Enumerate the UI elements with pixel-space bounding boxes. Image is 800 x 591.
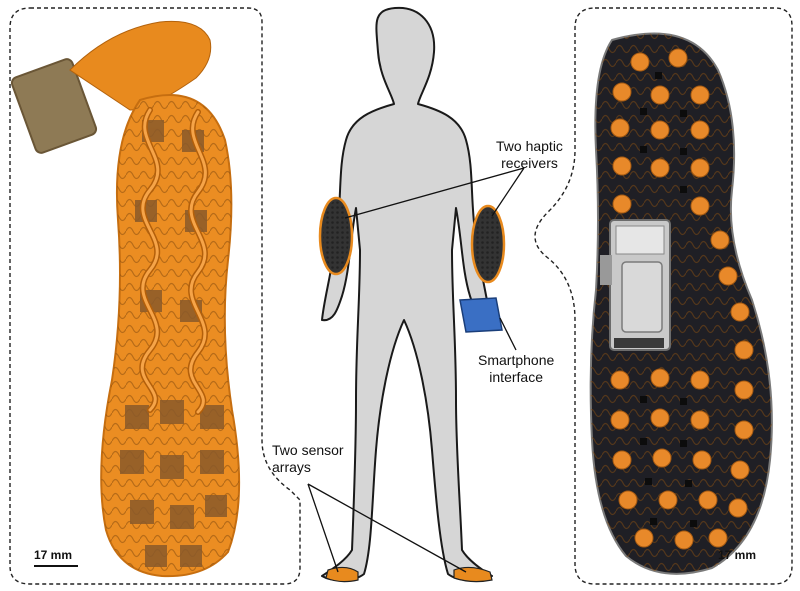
human-silhouette — [318, 6, 506, 583]
left-sensor-insole — [10, 20, 241, 578]
right-haptic-insole — [589, 32, 773, 575]
right-panel-frame — [534, 7, 793, 585]
left-scale-label: 17 mm — [34, 548, 73, 562]
smartphone-label-line2: interface — [489, 369, 543, 385]
left-scale-bar — [34, 565, 78, 567]
sensor-label-line2: arrays — [272, 459, 311, 475]
connector-chip — [10, 58, 98, 154]
right-scale-label: 17 mm — [718, 548, 757, 562]
haptic-label-line1: Two haptic — [496, 138, 563, 154]
sensor-arrays-label: Two sensor arrays — [272, 442, 344, 476]
left-panel-frame — [9, 7, 301, 585]
smartphone-interface-label: Smartphone interface — [478, 352, 554, 386]
smartphone-label-line1: Smartphone — [478, 352, 555, 368]
sensor-label-line1: Two sensor — [272, 442, 344, 458]
smartphone-icon — [459, 297, 503, 333]
haptic-receivers-label: Two haptic receivers — [496, 138, 563, 172]
haptic-label-line2: receivers — [501, 155, 558, 171]
leader-lines — [307, 167, 525, 573]
ribbon-cable — [69, 20, 212, 111]
right-scale-bar — [718, 565, 762, 567]
